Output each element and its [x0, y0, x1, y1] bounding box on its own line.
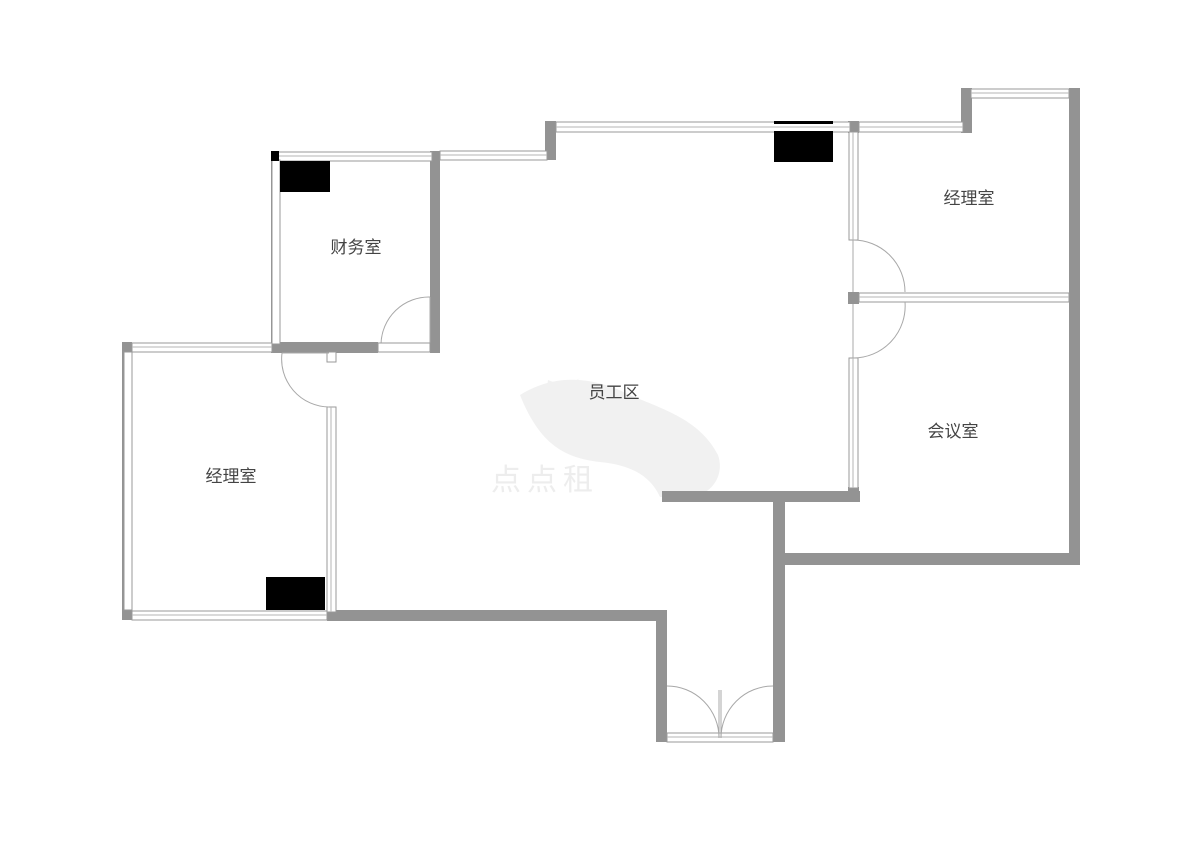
wall-staff-bottom	[662, 491, 860, 502]
fixture-block-staff	[774, 131, 833, 162]
wall-meeting-bottom	[775, 553, 1080, 565]
room-label-staff-area: 员工区	[589, 383, 640, 403]
glass-partitions	[123, 88, 1070, 743]
wall-right-exterior	[1069, 88, 1080, 565]
door-manager-left	[281, 352, 330, 408]
room-labels: 财务室 经理室 员工区 经理室 会议室	[206, 189, 995, 487]
watermark: 点点租	[491, 378, 720, 498]
wall-pillar-top	[545, 121, 556, 160]
room-label-manager-right: 经理室	[944, 189, 995, 209]
fixture-block-manager-left	[266, 577, 325, 610]
wall-pillar-right-top	[961, 88, 972, 133]
room-label-meeting-room: 会议室	[928, 422, 979, 442]
fixtures	[266, 121, 833, 610]
room-label-manager-left: 经理室	[206, 467, 257, 487]
watermark-text: 点点租	[491, 463, 599, 498]
fixture-block-finance	[280, 161, 330, 192]
wall-finance-bottom	[271, 342, 378, 353]
glass-finance-left	[271, 159, 281, 345]
wall-bottom-main	[327, 610, 666, 621]
wall-pillar-mgr-divider	[848, 292, 859, 304]
fixture-corner-finance	[271, 151, 279, 161]
glass-mgr-left-right-top	[326, 351, 337, 363]
wall-pillar-staff-corner	[848, 487, 859, 502]
fixture-block-staff-top	[774, 121, 833, 124]
watermark-flame-icon	[547, 378, 580, 413]
doors	[281, 239, 906, 739]
room-label-finance: 财务室	[331, 238, 382, 258]
wall-corridor-left	[656, 610, 667, 742]
door-manager-right	[852, 239, 906, 293]
door-entrance	[666, 685, 774, 739]
wall-finance-right	[430, 151, 440, 353]
door-meeting-room	[852, 301, 906, 359]
wall-corridor-right	[773, 492, 785, 742]
glass-mgr-left-left	[123, 351, 133, 611]
door-finance	[377, 296, 431, 353]
wall-pillar-top-right	[848, 121, 859, 133]
